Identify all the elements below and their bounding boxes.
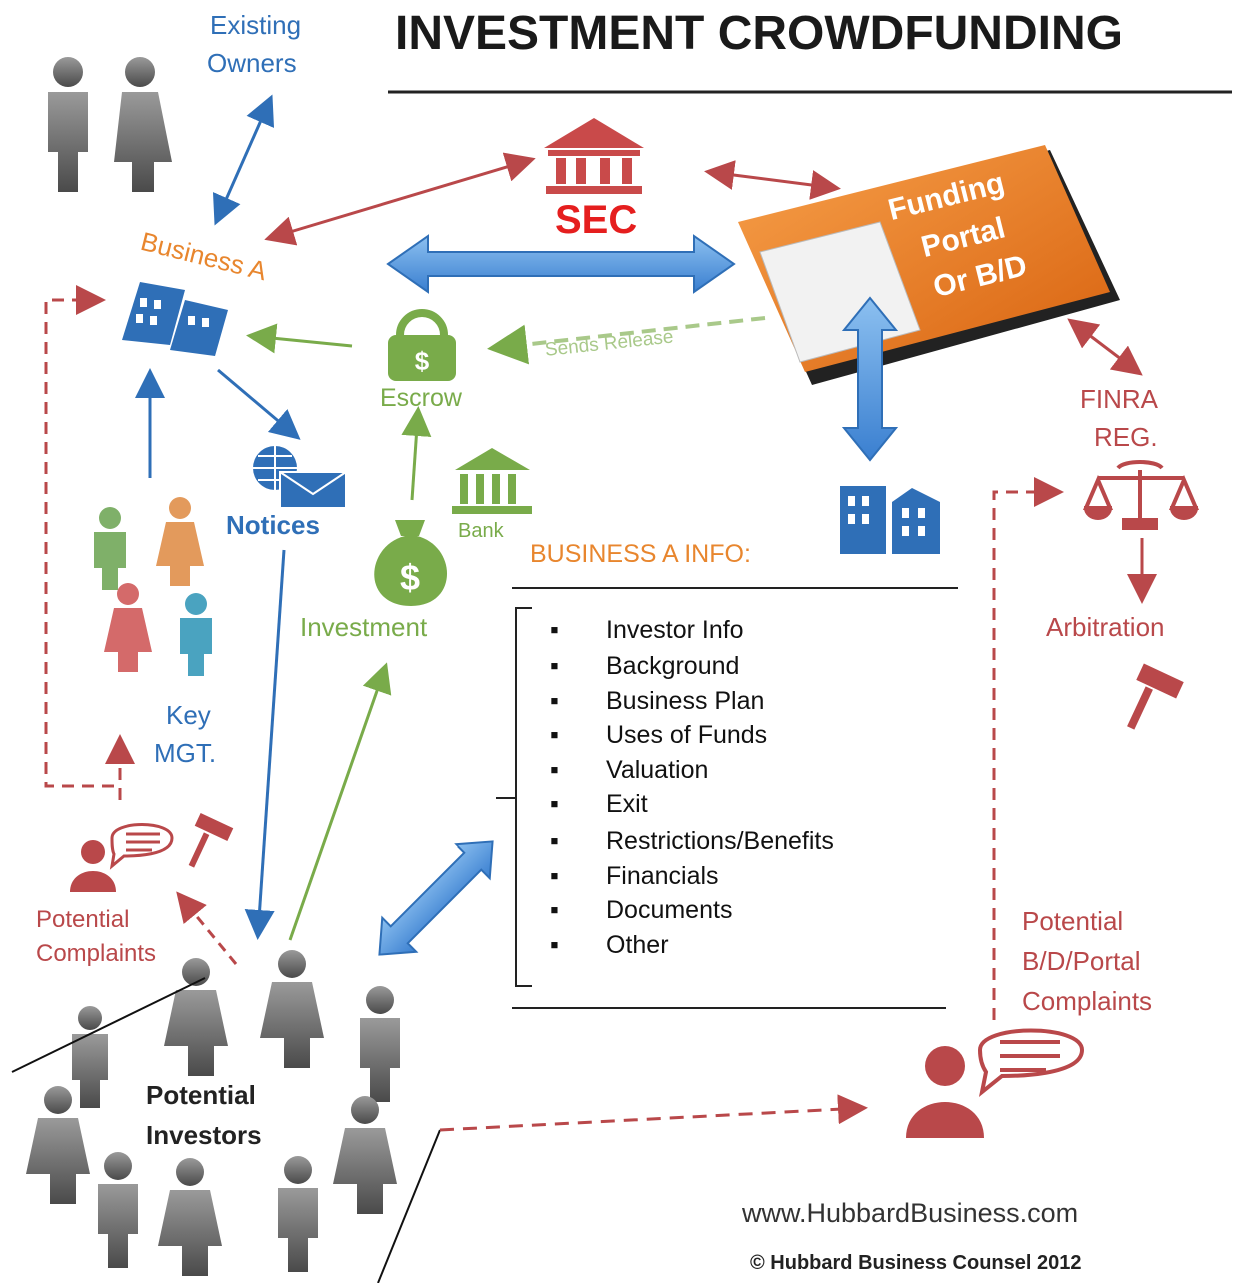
arrow-owners-business	[212, 94, 275, 226]
key-mgt-label-1: Key	[166, 700, 211, 730]
sec-building-icon	[544, 118, 644, 194]
escrow-label: Escrow	[380, 384, 462, 412]
info-list-item: ▪ Valuation	[550, 756, 708, 785]
info-list-item-label: Background	[606, 652, 740, 680]
key-management-people-icon	[94, 497, 212, 676]
bullet-icon: ▪	[550, 687, 559, 715]
arbitration-gavel-icon	[1127, 663, 1184, 730]
investors-boundary-line-lower	[377, 1129, 441, 1283]
potential-investors-crowd-icon	[26, 950, 400, 1276]
potential-complaints-label-1: Potential	[36, 906, 130, 933]
bullet-icon: ▪	[550, 896, 559, 924]
bank-label: Bank	[458, 520, 504, 542]
arrow-notices-investors	[244, 549, 286, 940]
info-list-item-label: Investor Info	[606, 616, 744, 644]
arrow-portal-info	[841, 296, 899, 462]
arrow-portal-finra	[1067, 318, 1143, 376]
arrow-investment-escrow	[401, 406, 432, 501]
info-list-item: ▪ Documents	[550, 896, 732, 925]
page-title: INVESTMENT CROWDFUNDING	[395, 7, 1123, 60]
bullet-icon: ▪	[550, 721, 559, 749]
bd-complaints-label-1: Potential	[1022, 906, 1124, 936]
bd-complaints-label-2: B/D/Portal	[1022, 946, 1141, 976]
arrow-escrow-business	[246, 323, 353, 354]
info-list-item: ▪ Background	[550, 652, 739, 681]
finra-label-2: REG.	[1094, 422, 1158, 452]
info-list-item-label: Exit	[606, 790, 648, 818]
info-list-item-label: Financials	[606, 862, 719, 890]
potential-investors-label-2: Investors	[146, 1120, 262, 1150]
finra-scales-icon	[1082, 460, 1200, 530]
bullet-icon: ▪	[550, 616, 559, 644]
info-bracket	[496, 607, 532, 987]
bullet-icon: ▪	[550, 862, 559, 890]
arbitration-label: Arbitration	[1046, 612, 1165, 642]
existing-owners-label-1: Existing	[210, 10, 302, 40]
potential-complaints-label-2: Complaints	[36, 940, 157, 967]
arrow-business-notices	[217, 368, 301, 440]
copyright-label: © Hubbard Business Counsel 2012	[750, 1252, 1082, 1274]
info-list-item-label: Documents	[606, 896, 733, 924]
bullet-icon: ▪	[550, 827, 559, 855]
bank-icon	[452, 448, 532, 514]
info-list-item: ▪ Business Plan	[550, 687, 764, 716]
arrow-sec-business	[264, 152, 536, 246]
info-list-item: ▪ Restrictions/Benefits	[550, 827, 834, 856]
potential-investors-label-1: Potential	[146, 1080, 256, 1110]
bullet-icon: ▪	[550, 756, 559, 784]
key-mgt-label-2: MGT.	[154, 738, 217, 768]
bd-complaints-label-3: Complaints	[1022, 986, 1153, 1016]
arrow-investors-investment	[288, 662, 392, 941]
information-arrow	[378, 840, 494, 956]
escrow-bag-icon: $	[388, 309, 456, 381]
investment-label: Investment	[300, 612, 428, 642]
business-a-info-label: BUSINESS A INFO:	[530, 540, 751, 568]
bullet-icon: ▪	[550, 652, 559, 680]
svg-text:$: $	[400, 557, 420, 598]
info-list-item-label: Business Plan	[606, 687, 765, 715]
bd-complaint-person-icon	[906, 1028, 1085, 1138]
info-list-item: ▪ Other	[550, 931, 669, 960]
finra-label-1: FINRA	[1080, 384, 1158, 414]
info-list-item: ▪ Financials	[550, 862, 719, 891]
notices-label: Notices	[226, 510, 320, 540]
investment-money-bag-icon: $	[374, 520, 448, 606]
notices-globe-envelope-icon	[253, 446, 347, 509]
investors-boundary-line	[11, 977, 206, 1073]
existing-owners-icon	[48, 57, 172, 192]
arrow-bd-complaint-finra	[992, 477, 1064, 1020]
complaint-gavel-icon	[188, 813, 234, 868]
existing-owners-label-2: Owners	[207, 48, 297, 78]
info-list-item: ▪ Uses of Funds	[550, 721, 767, 750]
arrow-sec-portal	[704, 160, 841, 200]
arrow-investors-complaints	[176, 891, 238, 965]
info-list-item-label: Other	[606, 931, 669, 959]
funding-portal-icon	[738, 145, 1120, 385]
info-list-item: ▪ Exit	[550, 790, 648, 819]
website-label: www.HubbardBusiness.com	[742, 1198, 1079, 1228]
info-list-item-label: Restrictions/Benefits	[606, 827, 834, 855]
bullet-icon: ▪	[550, 931, 559, 959]
bullet-icon: ▪	[550, 790, 559, 818]
sec-label: SEC	[555, 198, 638, 242]
arrow-investors-bd-complaint	[439, 1094, 868, 1132]
info-list-item: ▪ Investor Info	[550, 616, 744, 645]
info-list-item-label: Uses of Funds	[606, 721, 768, 749]
info-building-icon	[840, 486, 940, 554]
business-a-building-icon	[122, 282, 228, 356]
arrow-sends-release	[487, 316, 766, 365]
complaint-person-icon	[70, 823, 174, 892]
svg-text:$: $	[415, 346, 430, 376]
arrow-business-portal	[386, 234, 736, 294]
info-list-item-label: Valuation	[606, 756, 709, 784]
